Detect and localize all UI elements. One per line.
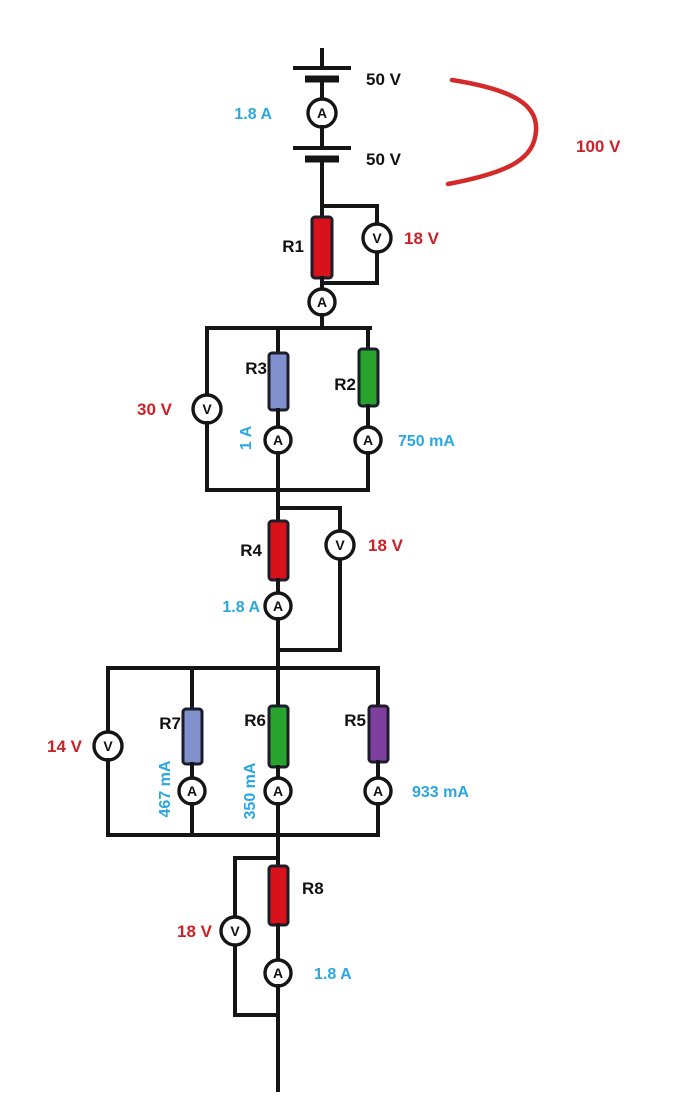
resistor-r5 <box>367 704 390 764</box>
wire-segment <box>233 856 280 919</box>
r4-section: V 18 V R4 A 1.8 A <box>222 506 404 670</box>
r8-voltage-label: 18 V <box>177 922 213 941</box>
parallel2-voltage-label: 14 V <box>47 737 83 756</box>
resistor-r7 <box>181 707 204 766</box>
total-voltage-bracket-icon <box>445 77 539 187</box>
r7-label: R7 <box>159 714 181 733</box>
voltmeter-r4-icon <box>324 529 356 561</box>
ammeter-r6-letter: A <box>273 783 283 799</box>
parallel1-section: V 30 V R3 A 1 A R2 A 750 mA <box>137 326 455 523</box>
r3-label: R3 <box>245 359 267 378</box>
parallel1-voltage-label: 30 V <box>137 400 173 419</box>
wire-segment <box>233 943 280 1017</box>
voltmeter-parallel1-letter: V <box>202 401 212 417</box>
r3-current-label: 1 A <box>238 425 255 450</box>
voltmeter-r4-letter: V <box>335 537 345 553</box>
resistor-r4 <box>267 519 290 582</box>
resistor-r2 <box>357 347 380 408</box>
r6-current-label: 350 mA <box>242 762 259 819</box>
ammeter-r7-letter: A <box>187 783 197 799</box>
r1-label: R1 <box>282 237 304 256</box>
ammeter-r4-letter: A <box>273 598 283 614</box>
wire-segment <box>320 249 379 285</box>
r4-current-label: 1.8 A <box>222 599 260 616</box>
r7-current-label: 467 mA <box>157 760 174 817</box>
battery-bottom-voltage-label: 50 V <box>366 150 402 169</box>
r5-label: R5 <box>344 711 366 730</box>
r5-current-label: 933 mA <box>412 784 469 801</box>
wire-segment <box>276 557 342 652</box>
r8-current-label: 1.8 A <box>314 966 352 983</box>
source-current-label: 1.8 A <box>234 106 272 123</box>
ammeter-source-letter: A <box>317 105 327 121</box>
resistor-r1 <box>310 215 334 280</box>
resistor-r8 <box>267 864 290 927</box>
r8-label: R8 <box>302 879 324 898</box>
source-section: 50 V A 1.8 A 50 V 100 V <box>234 48 621 219</box>
voltmeter-parallel2-letter: V <box>103 738 113 754</box>
ammeter-r5-letter: A <box>373 783 383 799</box>
voltmeter-r1-icon <box>361 222 393 254</box>
r4-voltage-label: 18 V <box>368 536 404 555</box>
ammeter-r1-letter: A <box>317 294 327 310</box>
voltmeter-r1-letter: V <box>372 230 382 246</box>
wire-segment <box>320 204 379 227</box>
r8-section: V 18 V R8 A 1.8 A <box>177 856 352 1092</box>
resistor-r3 <box>267 351 290 412</box>
resistor-r6 <box>267 704 290 769</box>
ammeter-r8-letter: A <box>273 965 283 981</box>
battery-top-voltage-label: 50 V <box>366 70 402 89</box>
total-voltage-label: 100 V <box>576 137 621 156</box>
parallel2-section: V 14 V R7 A 467 mA R6 A 350 mA R5 A 933 … <box>47 666 469 868</box>
r6-label: R6 <box>244 711 266 730</box>
r4-label: R4 <box>240 541 262 560</box>
r2-current-label: 750 mA <box>398 433 455 450</box>
r1-voltage-label: 18 V <box>404 229 440 248</box>
r1-section: V 18 V R1 A <box>282 204 440 330</box>
ammeter-r3-letter: A <box>273 432 283 448</box>
voltmeter-r8-icon <box>219 915 251 947</box>
voltmeter-r8-letter: V <box>230 923 240 939</box>
r2-label: R2 <box>334 375 356 394</box>
ammeter-r2-letter: A <box>363 432 373 448</box>
wire-segment <box>276 506 342 533</box>
